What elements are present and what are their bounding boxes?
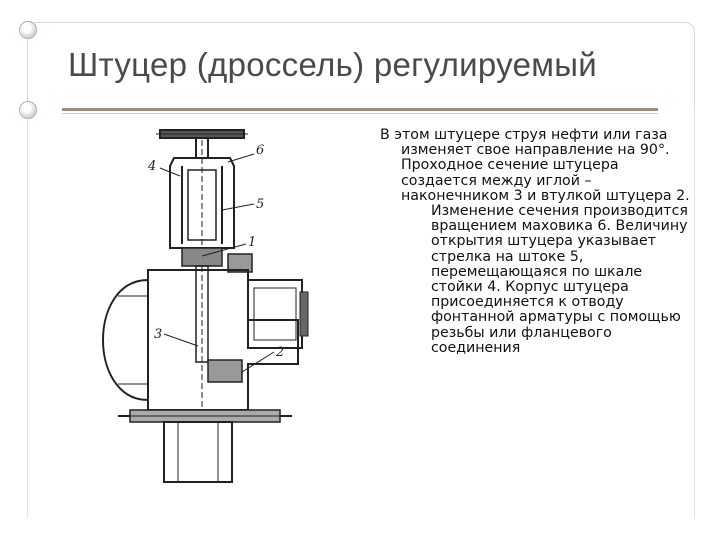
needle-3 — [195, 265, 209, 363]
corner-ring-decoration — [19, 21, 37, 39]
title-underline — [62, 108, 658, 111]
lower-pipe — [163, 421, 233, 483]
title-underline-thin — [62, 113, 658, 114]
title-ring-decoration — [19, 101, 37, 119]
label-6: 6 — [256, 143, 264, 158]
slide-title: Штуцер (дроссель) регулируемый — [68, 46, 597, 83]
slide-frame-top — [27, 22, 695, 113]
label-5: 5 — [256, 197, 264, 212]
paragraph-2: Изменение сечения производится вращением… — [380, 203, 690, 356]
paragraph-2-text: Изменение сечения производится вращением… — [431, 203, 688, 356]
description-text: В этом штуцере струя нефти или газа изме… — [380, 127, 690, 356]
paragraph-1: В этом штуцере струя нефти или газа изме… — [380, 127, 690, 204]
label-3: 3 — [154, 327, 162, 342]
stand-4 — [169, 157, 235, 249]
choke-technical-drawing: 6 4 5 1 3 2 — [102, 129, 309, 483]
outlet — [247, 279, 303, 349]
label-1: 1 — [248, 235, 256, 250]
slide-frame-side — [27, 108, 695, 518]
left-chamber — [102, 279, 149, 401]
label-4: 4 — [147, 159, 156, 174]
label-2: 2 — [275, 345, 284, 360]
sleeve-2 — [207, 359, 243, 383]
